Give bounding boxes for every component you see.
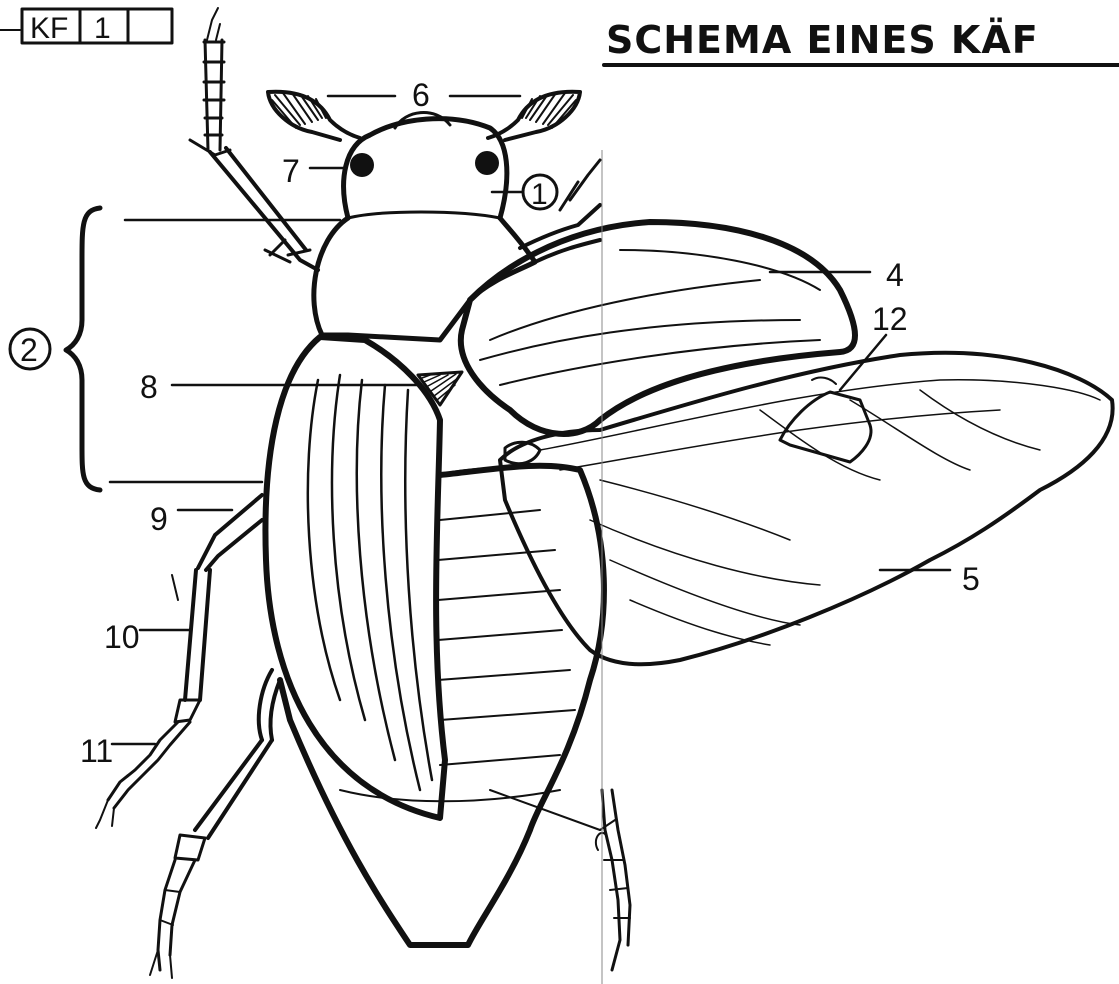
label-10-text: 10: [104, 619, 140, 655]
label-7-text: 7: [282, 153, 300, 189]
label-2-text: 2: [20, 332, 38, 368]
label-9-text: 9: [150, 501, 168, 537]
thorax-bracket: [66, 208, 340, 490]
label-12-text: 12: [872, 301, 908, 337]
sheet-code-box: KF 1: [0, 9, 172, 45]
label-11: 11: [80, 733, 155, 769]
page-title: SCHEMA EINES KÄF: [606, 18, 1039, 62]
hind-leg-right: [596, 790, 630, 970]
label-6-text: 6: [412, 77, 430, 113]
label-4-text: 4: [886, 257, 904, 293]
middle-leg-left: [96, 495, 262, 828]
hind-leg-left: [150, 670, 280, 978]
sheet-code-number: 1: [94, 12, 111, 45]
label-1-text: 1: [531, 178, 548, 211]
label-11-text: 11: [80, 733, 113, 769]
label-5-text: 5: [962, 561, 980, 597]
sheet-code-letters: KF: [30, 12, 68, 45]
title-block: SCHEMA EINES KÄF: [604, 18, 1119, 65]
head: [344, 113, 507, 218]
elytron-left: [265, 337, 445, 818]
eye-left: [350, 153, 374, 177]
label-8-text: 8: [140, 369, 158, 405]
label-6: 6: [328, 77, 520, 113]
elytron-right: [461, 222, 855, 434]
label-7: 7: [282, 153, 345, 189]
label-2: 2: [10, 329, 50, 369]
antenna-left-upper: [190, 8, 318, 270]
eye-right: [475, 151, 499, 175]
label-10: 10: [104, 619, 190, 655]
foreleg-right: [520, 160, 600, 262]
